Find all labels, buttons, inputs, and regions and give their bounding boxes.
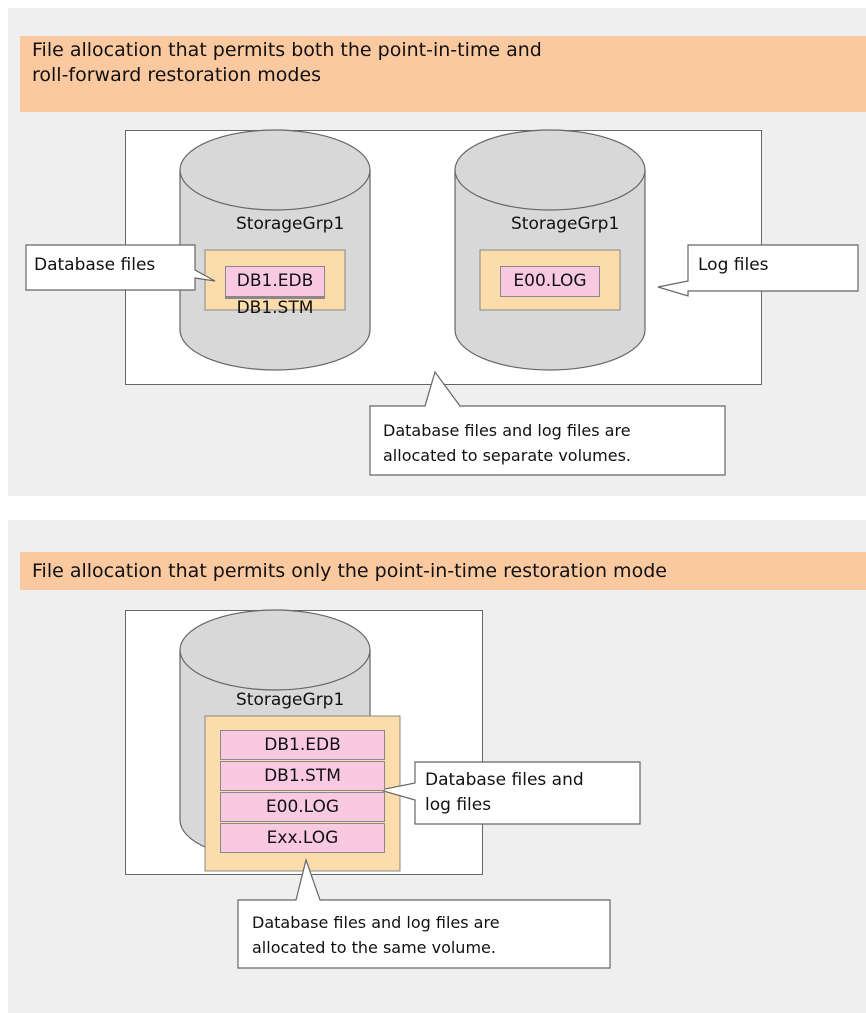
callout-left-label: Database files: [34, 255, 156, 275]
file-cell-db1-edb: DB1.EDB: [225, 266, 325, 297]
section-2-title-text: File allocation that permits only the po…: [32, 560, 667, 582]
callout-right-label: Log files: [698, 255, 769, 275]
callout-single-line-1: Database files and: [425, 770, 584, 790]
file-cell-2-db1-edb: DB1.EDB: [220, 730, 385, 760]
callout-left-shape: [25, 244, 216, 291]
callout-single-line-2: log files: [425, 795, 492, 815]
note-2-shape: [237, 857, 611, 969]
note-1-text: Database files and log files are allocat…: [383, 418, 631, 468]
section-1-title-line-1: File allocation that permits both the po…: [32, 39, 542, 61]
note-2-line-1: Database files and log files are: [252, 913, 500, 932]
note-2-line-2: allocated to the same volume.: [252, 938, 496, 957]
note-1-shape: [369, 370, 726, 476]
note-2-text: Database files and log files are allocat…: [252, 910, 500, 960]
section-1-title: File allocation that permits both the po…: [20, 36, 866, 112]
callout-single-text: Database files and log files: [425, 768, 584, 818]
volume-label-single: StorageGrp1: [236, 690, 345, 710]
note-1-line-1: Database files and log files are: [383, 421, 631, 440]
callout-single-shape: [379, 761, 641, 825]
volume-label-right: StorageGrp1: [511, 214, 620, 234]
file-cell-e00-log: E00.LOG: [500, 266, 600, 297]
note-1-line-2: allocated to separate volumes.: [383, 446, 632, 465]
file-cell-2-e00-log: E00.LOG: [220, 792, 385, 822]
file-cell-2-exx-log: Exx.LOG: [220, 823, 385, 853]
section-2-title: File allocation that permits only the po…: [20, 552, 866, 590]
volume-label-left: StorageGrp1: [236, 214, 345, 234]
callout-right-shape: [657, 244, 859, 297]
file-cell-2-db1-stm: DB1.STM: [220, 761, 385, 791]
section-1-title-line-2: roll-forward restoration modes: [32, 64, 322, 86]
